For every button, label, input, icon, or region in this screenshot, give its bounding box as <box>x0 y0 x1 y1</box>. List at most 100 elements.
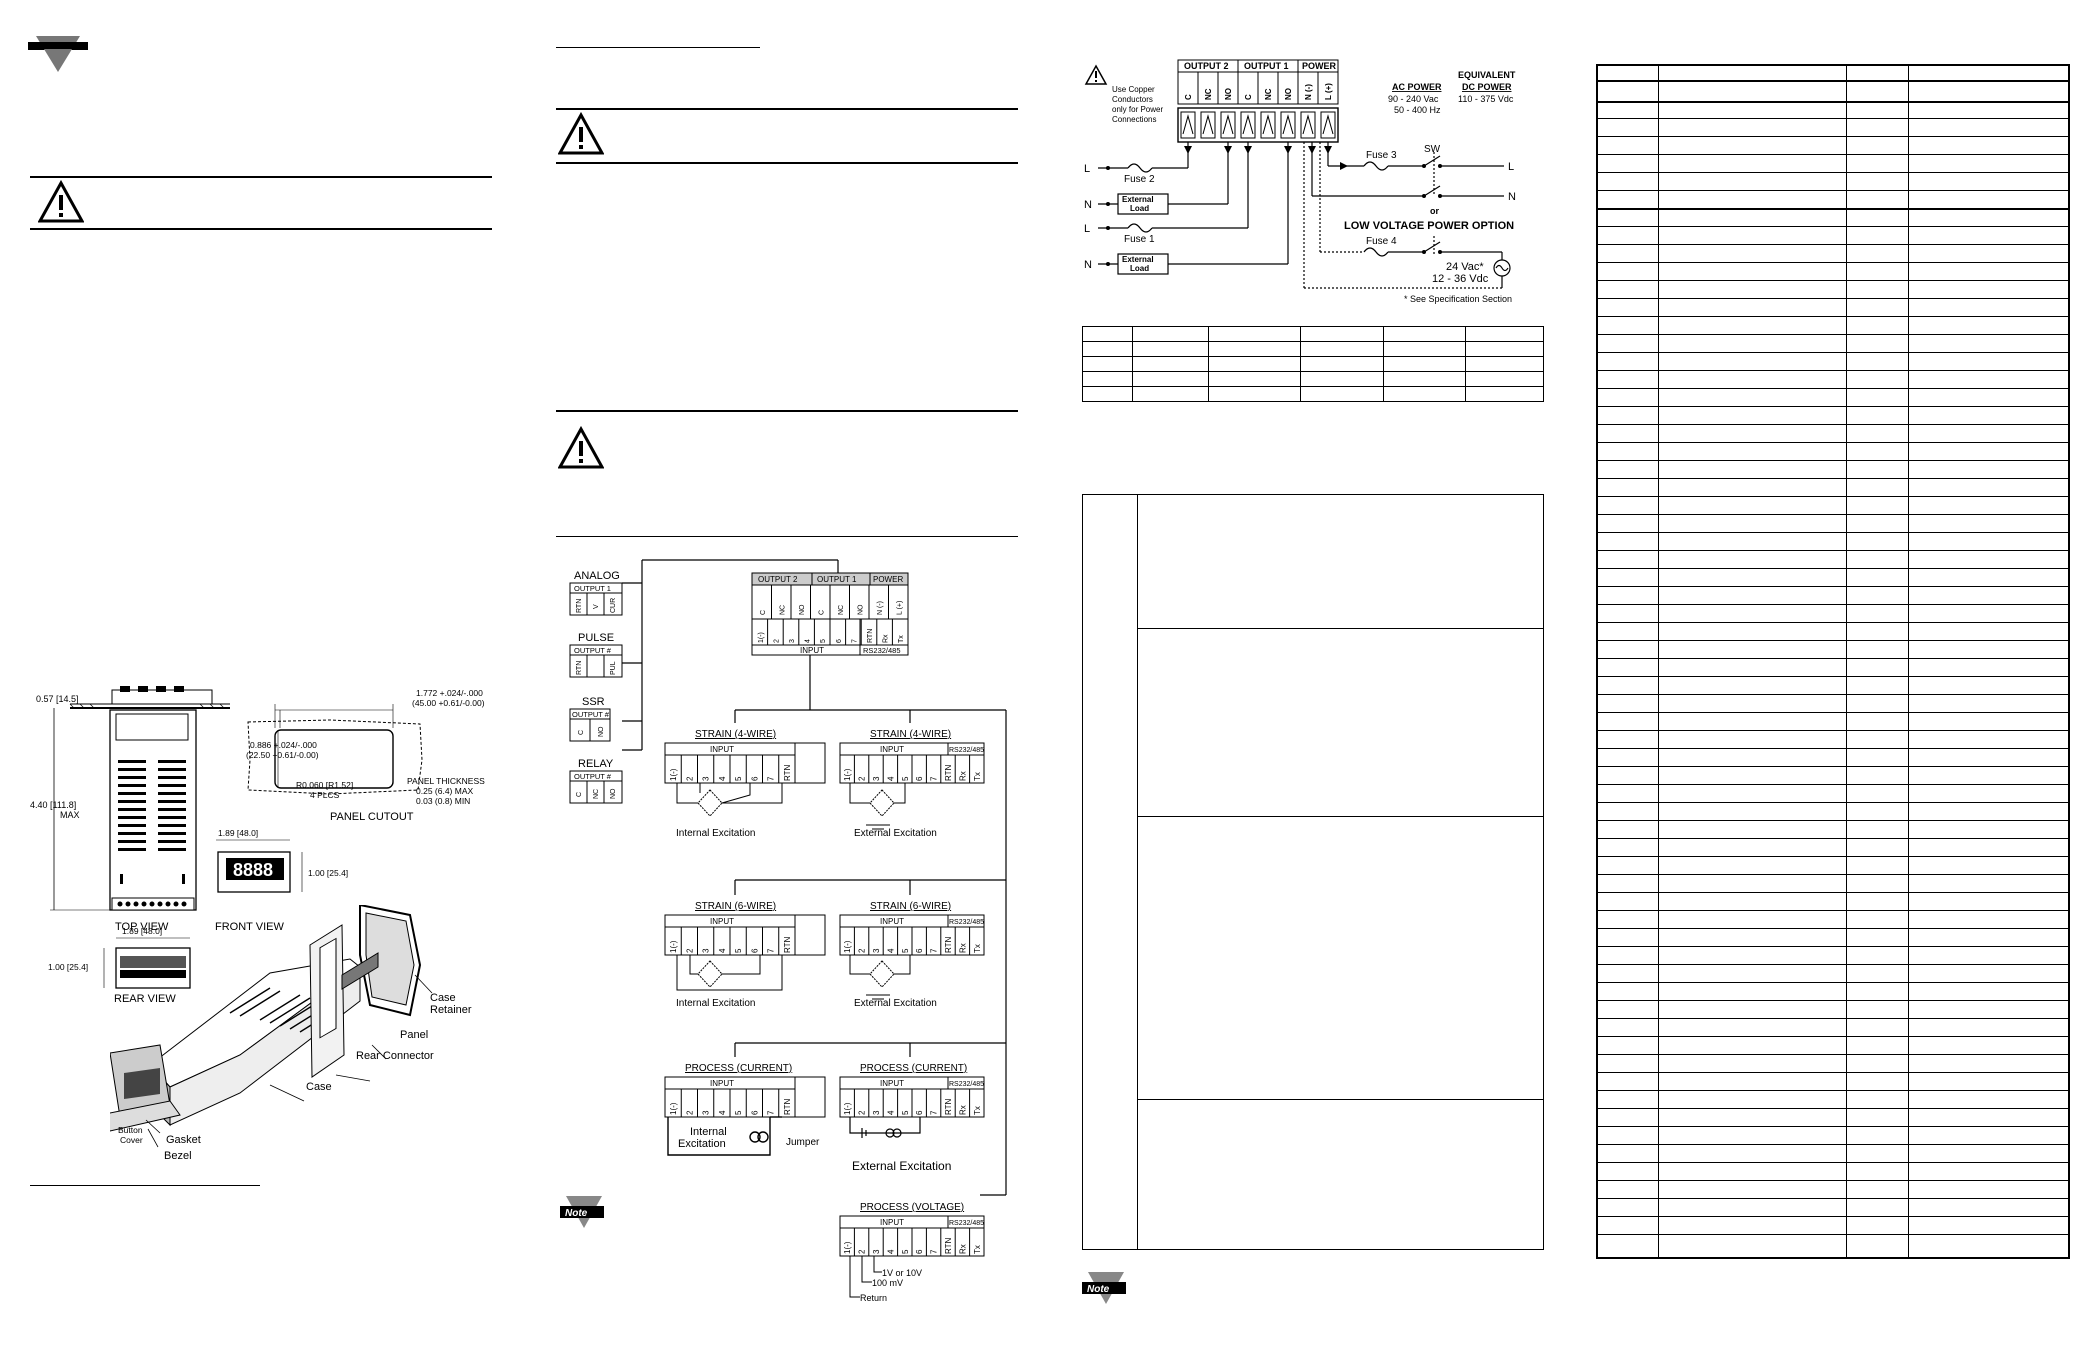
table-row <box>1598 406 2068 407</box>
table-row <box>1598 928 2068 929</box>
terminal-label: 5 <box>901 776 910 781</box>
terminal-label: Tx <box>973 944 982 953</box>
table-row <box>1598 370 2068 371</box>
table-row <box>1598 676 2068 677</box>
terminal-label: NC <box>779 605 786 615</box>
terminal-label: Rx <box>958 771 967 781</box>
table-row <box>1598 622 2068 623</box>
pw-fuse1: Fuse 1 <box>1124 234 1155 245</box>
strain6-int-title: STRAIN (6-WIRE) <box>695 901 776 912</box>
warning-icon <box>558 112 604 155</box>
strain6-ext-caption: External Excitation <box>854 998 937 1009</box>
proc-cur-ext-input: INPUT <box>880 1079 904 1088</box>
table-row <box>1598 640 2068 641</box>
terminal-label: 5 <box>734 1110 743 1115</box>
table-row <box>1598 1090 2068 1091</box>
terminal-label: RTN <box>783 764 792 781</box>
dc-power: DC POWER <box>1462 82 1512 92</box>
terminal-label: RTN <box>944 764 953 781</box>
table-row <box>1598 1198 2068 1199</box>
table-row <box>1598 748 2068 749</box>
terminal-label: 6 <box>836 639 843 643</box>
terminal-label: 5 <box>901 1249 910 1254</box>
label-bezel: Bezel <box>164 1150 192 1162</box>
ac-power: AC POWER <box>1392 82 1442 92</box>
power-terminal-label: NC <box>1204 88 1213 100</box>
dim-440: 4.40 [111.8] <box>30 800 76 810</box>
warning-icon <box>38 180 84 223</box>
terminal-label: L (+) <box>896 601 903 615</box>
terminal-label: 3 <box>872 1110 881 1115</box>
dim-100a: 1.00 [25.4] <box>308 868 348 878</box>
ssr-output-label: OUTPUT # <box>572 710 610 719</box>
terminal-label: 7 <box>851 639 858 643</box>
pulse-pin: PUL <box>610 661 617 675</box>
table-row <box>1598 1144 2068 1145</box>
pw-n2: N <box>1084 259 1092 271</box>
label-ssr: SSR <box>582 696 605 708</box>
proc-cur-int-title: PROCESS (CURRENT) <box>685 1063 792 1074</box>
terminal-label: Rx <box>958 1105 967 1115</box>
table-row <box>1598 946 2068 947</box>
terminal-label: 1(-) <box>669 1102 678 1115</box>
pw-fuse3: Fuse 3 <box>1366 150 1397 161</box>
table-row <box>1598 820 2068 821</box>
table-row <box>1598 838 2068 839</box>
table-row <box>1598 154 2068 155</box>
label-relay: RELAY <box>578 758 614 770</box>
table-row <box>1598 298 2068 299</box>
label-button-2: Cover <box>120 1135 143 1145</box>
label-gasket: Gasket <box>166 1134 201 1146</box>
pw-fuse4: Fuse 4 <box>1366 236 1397 247</box>
table-row <box>1598 730 2068 731</box>
table-row <box>1598 136 2068 137</box>
table-row <box>1598 874 2068 875</box>
analog-pin: RTN <box>576 599 583 613</box>
proc-volt-100mv: 100 mV <box>872 1278 903 1288</box>
terminal-label: 3 <box>872 776 881 781</box>
strain4-int-title: STRAIN (4-WIRE) <box>695 729 776 740</box>
dim-189a: 1.89 [48.0] <box>218 828 258 838</box>
power-terminal-label: C <box>1184 94 1193 100</box>
terminal-label: 4 <box>718 948 727 953</box>
label-case: Case <box>306 1081 332 1093</box>
terminal-label: 7 <box>930 776 939 781</box>
panel-thickness: PANEL THICKNESS <box>407 776 485 786</box>
strain6-ext-title: STRAIN (6-WIRE) <box>870 901 951 912</box>
proc-volt-input: INPUT <box>880 1218 904 1227</box>
terminal-label: 4 <box>718 1110 727 1115</box>
proc-cur-ext-rs: RS232/485 <box>949 1081 984 1088</box>
analog-output-label: OUTPUT 1 <box>574 584 611 593</box>
terminal-label: 7 <box>930 1110 939 1115</box>
terminal-label: 1(-) <box>669 768 678 781</box>
terminal-label: 7 <box>767 1110 776 1115</box>
power-terminal-label: NO <box>1284 88 1293 100</box>
panel-thickness-min: 0.03 (0.8) MIN <box>416 796 470 806</box>
copper-4: Connections <box>1112 115 1156 124</box>
proc-cur-int-input: INPUT <box>710 1079 734 1088</box>
terminal-label: 4 <box>886 1249 895 1254</box>
table-row <box>1598 586 2068 587</box>
pw-ext-load1-1: External <box>1122 195 1154 204</box>
rear-view-label: REAR VIEW <box>114 993 176 1005</box>
table-row <box>1598 550 2068 551</box>
panel-thickness-max: 0.25 (6.4) MAX <box>416 786 473 796</box>
strain4-int-caption: Internal Excitation <box>676 828 756 839</box>
power-terminal-label: L (+) <box>1324 83 1333 100</box>
main-output2: OUTPUT 2 <box>758 575 798 584</box>
pw-l3: L <box>1508 161 1514 173</box>
terminal-label: 6 <box>915 948 924 953</box>
table-row <box>1598 1036 2068 1037</box>
table-row <box>1598 604 2068 605</box>
pw-24vac: 24 Vac* <box>1446 261 1484 273</box>
table-row <box>1598 388 2068 389</box>
label-button-1: Button <box>118 1125 143 1135</box>
proc-cur-ext-caption: External Excitation <box>852 1159 951 1173</box>
terminal-label: 5 <box>820 639 827 643</box>
table-row <box>1598 80 2068 82</box>
front-view-label: FRONT VIEW <box>215 921 284 933</box>
relay-pin: NO <box>610 788 617 799</box>
copper-3: only for Power <box>1112 105 1163 114</box>
terminal-label: 3 <box>789 639 796 643</box>
terminal-label: RTN <box>867 629 874 643</box>
